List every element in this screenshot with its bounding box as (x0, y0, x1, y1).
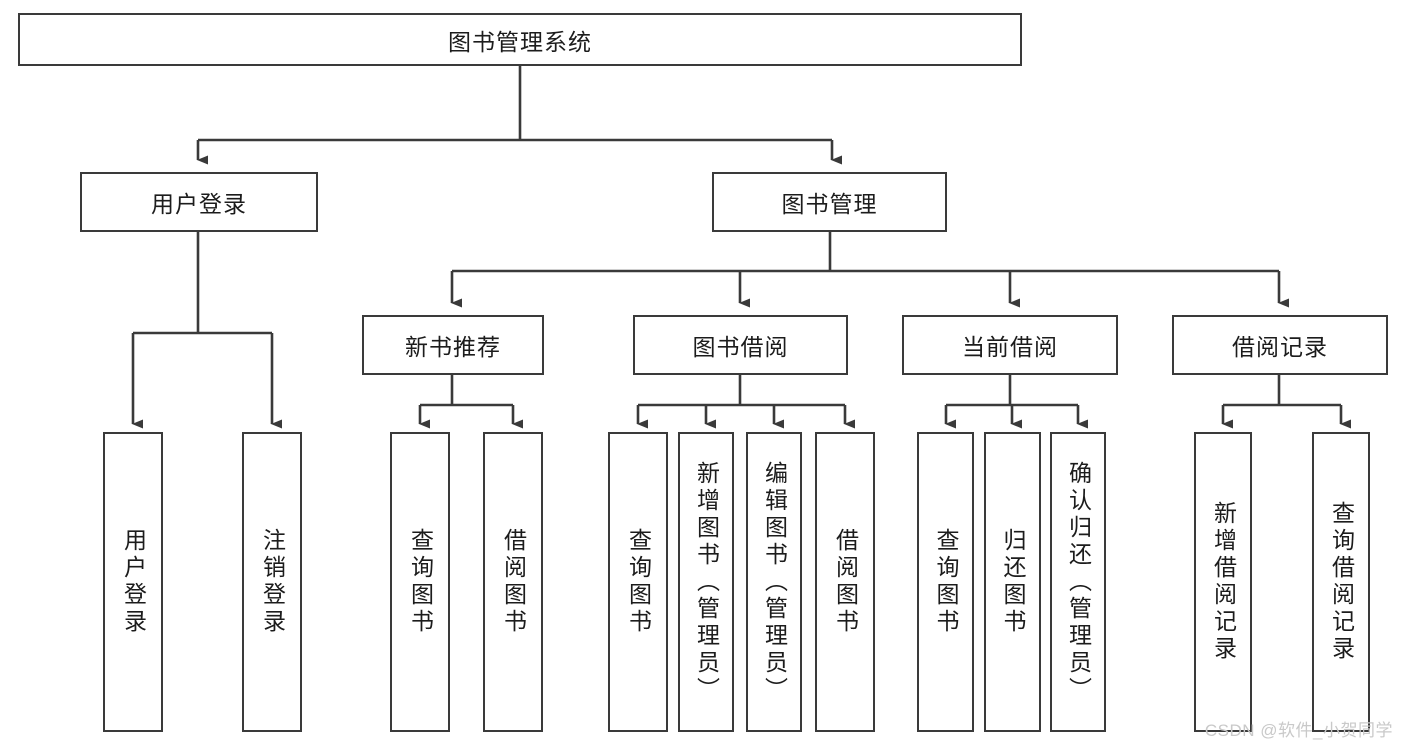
leaf-label: 查询图书 (933, 528, 959, 636)
node-book-borrow[interactable]: 图书借阅 (633, 315, 848, 375)
node-borrow-record-label: 借阅记录 (1232, 334, 1328, 360)
node-new-book-recommend[interactable]: 新书推荐 (362, 315, 544, 375)
leaf-current-confirm-return[interactable]: 确认归还（管理员） (1050, 432, 1106, 732)
node-root-label: 图书管理系统 (448, 28, 592, 55)
leaf-user-login-logout[interactable]: 注销登录 (242, 432, 302, 732)
node-new-book-recommend-label: 新书推荐 (405, 334, 501, 360)
node-user-login[interactable]: 用户登录 (80, 172, 318, 232)
leaf-record-add[interactable]: 新增借阅记录 (1194, 432, 1252, 732)
leaf-current-return-book[interactable]: 归还图书 (984, 432, 1041, 732)
leaf-borrow-edit-book[interactable]: 编辑图书（管理员） (746, 432, 802, 732)
leaf-user-login-login[interactable]: 用户登录 (103, 432, 163, 732)
watermark: CSDN @软件_小贺同学 (1204, 721, 1393, 740)
leaf-label: 查询借阅记录 (1328, 501, 1355, 663)
leaf-label: 新增借阅记录 (1210, 501, 1237, 663)
node-current-borrow-label: 当前借阅 (962, 334, 1058, 360)
leaf-label: 归还图书 (1000, 528, 1026, 636)
leaf-label: 查询图书 (625, 528, 652, 636)
leaf-label: 用户登录 (120, 528, 147, 636)
node-user-login-label: 用户登录 (151, 191, 247, 217)
leaf-borrow-borrow-book[interactable]: 借阅图书 (815, 432, 875, 732)
leaf-label: 借阅图书 (500, 528, 527, 636)
node-book-management-label: 图书管理 (781, 191, 878, 217)
leaf-label: 查询图书 (407, 528, 434, 636)
leaf-label: 新增图书（管理员） (693, 460, 720, 704)
leaf-record-query[interactable]: 查询借阅记录 (1312, 432, 1370, 732)
leaf-current-query-book[interactable]: 查询图书 (917, 432, 974, 732)
leaf-label: 借阅图书 (832, 528, 859, 636)
leaf-borrow-add-book[interactable]: 新增图书（管理员） (678, 432, 734, 732)
leaf-label: 注销登录 (259, 528, 286, 636)
leaf-borrow-query-book[interactable]: 查询图书 (608, 432, 668, 732)
leaf-label: 编辑图书（管理员） (761, 460, 788, 704)
node-current-borrow[interactable]: 当前借阅 (902, 315, 1118, 375)
node-borrow-record[interactable]: 借阅记录 (1172, 315, 1388, 375)
node-root[interactable]: 图书管理系统 (18, 13, 1022, 66)
leaf-label: 确认归还（管理员） (1065, 460, 1092, 704)
node-book-borrow-label: 图书借阅 (692, 334, 789, 360)
leaf-new-book-borrow[interactable]: 借阅图书 (483, 432, 543, 732)
node-book-management[interactable]: 图书管理 (712, 172, 947, 232)
leaf-new-book-query[interactable]: 查询图书 (390, 432, 450, 732)
